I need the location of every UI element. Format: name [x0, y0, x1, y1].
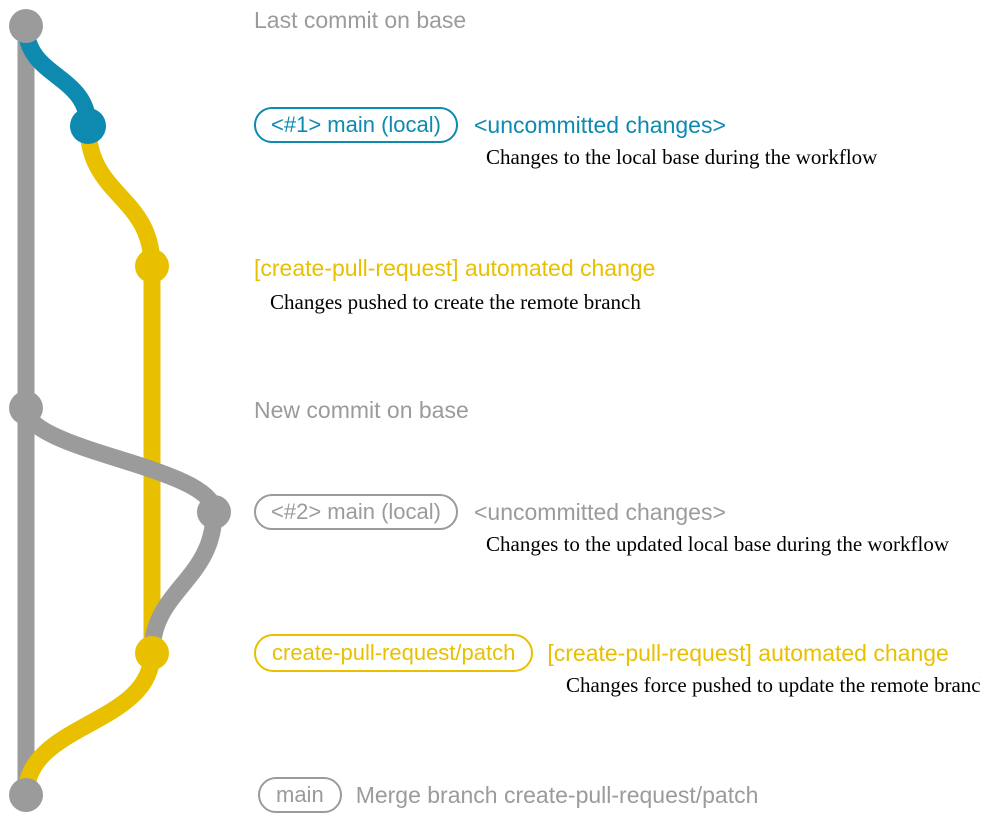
commit-node-remote-1[interactable]	[135, 249, 169, 283]
edge-local1-to-remote1	[79, 117, 161, 275]
edge-local2-to-remote2	[143, 503, 223, 662]
commit-node-local-1[interactable]	[70, 108, 106, 144]
commit-node-base-2[interactable]	[9, 391, 43, 425]
branch-pill-main-local-1[interactable]: <#1> main (local)	[254, 107, 458, 143]
commit-subject: [create-pull-request] automated change	[254, 255, 656, 281]
commit-note-2: Changes pushed to create the remote bran…	[270, 290, 641, 314]
branch-pill-main-local-2[interactable]: <#2> main (local)	[254, 494, 458, 530]
commit-row-commit-4: create-pull-request/patch [create-pull-r…	[254, 634, 949, 672]
commit-note-3: Changes to the updated local base during…	[486, 532, 950, 556]
branch-pill-main[interactable]: main	[258, 777, 342, 813]
commit-row-new-commit-on-base: New commit on base	[254, 397, 469, 424]
commit-subject: Merge branch create-pull-request/patch	[355, 782, 759, 808]
commit-row-commit-1: <#1> main (local) <uncommitted changes>	[254, 107, 726, 143]
edge-remote2-to-base3	[17, 644, 161, 804]
commit-note-1: Changes to the local base during the wor…	[486, 145, 878, 169]
commit-node-base-1[interactable]	[9, 9, 43, 43]
commit-row-commit-5: main Merge branch create-pull-request/pa…	[258, 777, 758, 813]
commit-row-commit-2: [create-pull-request] automated change	[254, 250, 655, 286]
commit-node-remote-2[interactable]	[135, 636, 169, 670]
commit-subject: <uncommitted changes>	[474, 112, 726, 138]
commit-row-last-commit-on-base: Last commit on base	[254, 7, 466, 34]
commit-subject: [create-pull-request] automated change	[547, 640, 949, 666]
commit-heading: Last commit on base	[254, 7, 467, 33]
commit-note-4: Changes force pushed to update the remot…	[566, 673, 981, 697]
edge-base2-to-local2	[17, 399, 223, 521]
commit-node-local-2[interactable]	[197, 495, 231, 529]
branch-pill-create-pull-request-patch[interactable]: create-pull-request/patch	[254, 634, 534, 672]
commit-row-commit-3: <#2> main (local) <uncommitted changes>	[254, 494, 726, 530]
commit-subject: <uncommitted changes>	[474, 499, 726, 525]
commit-node-base-3[interactable]	[9, 778, 43, 812]
commit-heading: New commit on base	[254, 397, 469, 423]
